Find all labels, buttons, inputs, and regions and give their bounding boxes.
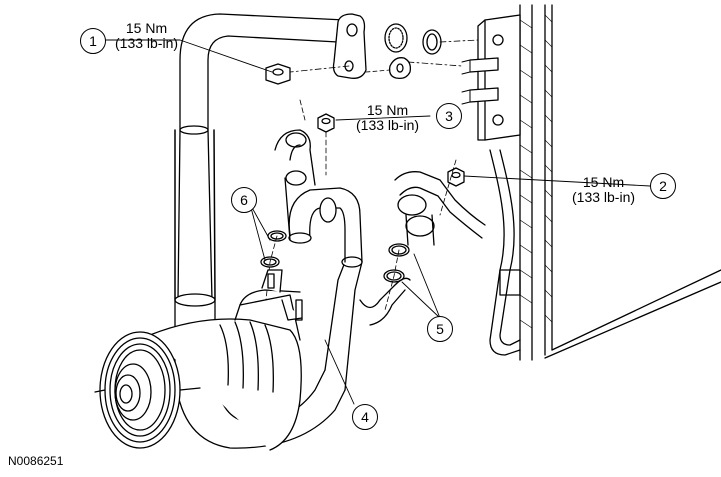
ac-compressor — [94, 269, 303, 451]
callout-number-2: 2 — [650, 173, 676, 199]
leader-lines — [105, 39, 651, 405]
o-rings-lower — [260, 230, 410, 311]
figure-id: N0086251 — [8, 454, 64, 468]
callout-3-torque-lbin: (133 lb-in) — [356, 117, 420, 133]
callout-number-1: 1 — [80, 28, 106, 54]
callout-1-torque-nm: 15 Nm — [125, 20, 168, 36]
callout-1-torque-lbin: (133 lb-in) — [115, 35, 179, 51]
callout-number-6: 6 — [231, 187, 257, 213]
callout-1-torque: 15 Nm (133 lb-in) — [115, 21, 178, 51]
callout-number-4: 4 — [352, 404, 378, 430]
upper-line — [179, 13, 412, 131]
callout-2-torque: 15 Nm (133 lb-in) — [572, 175, 635, 205]
callout-2-torque-lbin: (133 lb-in) — [572, 189, 636, 205]
callout-number-3: 3 — [436, 103, 462, 129]
callout-number-5: 5 — [427, 316, 453, 342]
fasteners — [299, 99, 465, 216]
condenser — [461, 4, 721, 361]
callout-2-torque-nm: 15 Nm — [582, 174, 625, 190]
discharge-line — [274, 129, 363, 263]
callout-3-torque: 15 Nm (133 lb-in) — [356, 103, 419, 133]
callout-3-torque-nm: 15 Nm — [366, 102, 409, 118]
liquid-line — [359, 171, 486, 326]
o-rings-upper — [384, 23, 479, 67]
